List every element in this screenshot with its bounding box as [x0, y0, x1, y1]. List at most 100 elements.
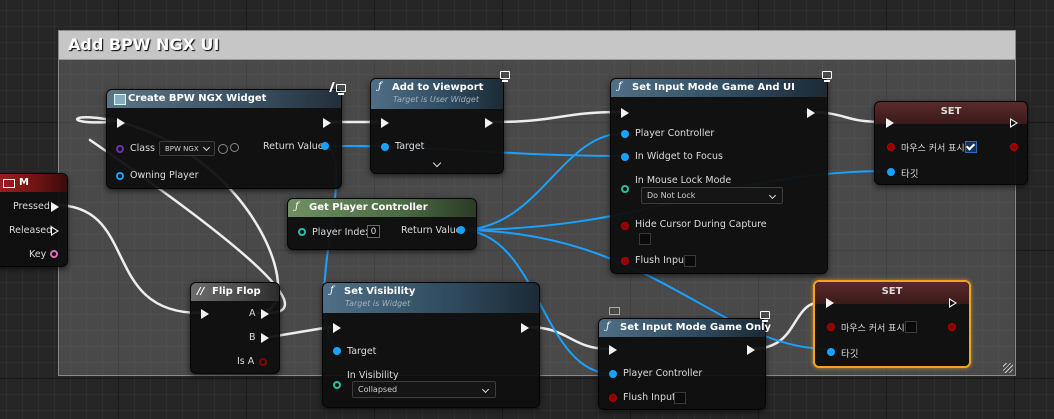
show-cursor-checkbox[interactable] — [965, 141, 977, 153]
target-pin[interactable] — [333, 347, 341, 355]
visibility-value: Collapsed — [358, 385, 398, 394]
return-value-label: Return Value — [401, 225, 462, 236]
function-icon: ƒ — [606, 321, 610, 332]
flush-input-checkbox[interactable] — [684, 255, 696, 267]
comment-header[interactable]: Add BPW NGX UI — [59, 31, 1015, 60]
exec-out-pin[interactable] — [521, 323, 529, 333]
node-title: Add to Viewport — [392, 82, 484, 93]
node-title: Get Player Controller — [309, 202, 428, 213]
target-label: 타깃 — [841, 349, 859, 360]
mouse-lock-label: In Mouse Lock Mode — [635, 175, 732, 186]
show-cursor-pin[interactable] — [827, 323, 835, 331]
released-label: Released — [9, 225, 53, 236]
node-title: Flip Flop — [212, 286, 261, 297]
use-selected-icon[interactable] — [218, 144, 228, 154]
pressed-exec-pin[interactable] — [51, 202, 59, 212]
in-widget-label: In Widget to Focus — [635, 151, 724, 162]
in-visibility-pin[interactable] — [333, 381, 341, 389]
exec-out-pin[interactable] — [323, 118, 331, 128]
monitor-icon — [333, 84, 347, 96]
flipflop-icon: // — [197, 286, 205, 297]
node-title: Set Visibility — [344, 286, 416, 297]
resize-handle[interactable] — [1003, 363, 1013, 373]
set-mouse-cursor-node[interactable]: SET 마우스 커서 표시 타깃 — [874, 101, 1028, 185]
exec-in-pin[interactable] — [201, 309, 209, 319]
network-icon — [609, 307, 620, 315]
target-pin[interactable] — [887, 168, 895, 176]
function-icon: ƒ — [378, 81, 382, 92]
in-widget-pin[interactable] — [621, 153, 629, 161]
flip-flop-node[interactable]: // Flip Flop A B Is A — [190, 282, 280, 374]
exec-out-pin[interactable] — [807, 108, 815, 118]
show-cursor-pin[interactable] — [887, 143, 895, 151]
exec-in-pin[interactable] — [333, 323, 341, 333]
node-header: Create BPW NGX Widget — [107, 90, 341, 108]
show-cursor-label: 마우스 커서 표시 — [841, 324, 905, 334]
node-header: M — [0, 174, 67, 192]
show-cursor-checkbox[interactable] — [905, 321, 917, 333]
mouse-lock-select[interactable]: Do Not Lock — [641, 187, 783, 204]
function-icon: ƒ — [295, 201, 299, 212]
create-widget-node[interactable]: Create BPW NGX Widget Class BPW NGX Retu… — [106, 82, 346, 189]
exec-in-pin[interactable] — [826, 298, 834, 308]
b-exec-pin[interactable] — [261, 333, 269, 343]
player-controller-label: Player Controller — [635, 128, 715, 139]
class-select[interactable]: BPW NGX — [159, 141, 215, 156]
target-pin[interactable] — [827, 348, 835, 356]
exec-out-pin[interactable] — [485, 118, 493, 128]
flush-input-checkbox[interactable] — [674, 392, 686, 404]
return-value-pin[interactable] — [457, 226, 465, 234]
set-visibility-node[interactable]: ƒ Set Visibility Target is Widget Target… — [322, 282, 540, 408]
flush-input-label: Flush Input — [623, 392, 676, 403]
get-player-controller-node[interactable]: ƒ Get Player Controller Player Index 0 R… — [287, 198, 477, 250]
a-exec-pin[interactable] — [261, 309, 269, 319]
is-a-label: Is A — [237, 356, 255, 367]
player-controller-label: Player Controller — [623, 368, 703, 379]
show-cursor-label: 마우스 커서 표시 — [901, 144, 965, 154]
visibility-select[interactable]: Collapsed — [352, 381, 496, 398]
mouse-lock-pin[interactable] — [621, 185, 629, 193]
exec-out-pin[interactable] — [949, 298, 957, 308]
exec-in-pin[interactable] — [381, 118, 389, 128]
class-label: Class — [130, 143, 155, 154]
exec-in-pin[interactable] — [621, 108, 629, 118]
player-controller-pin[interactable] — [609, 370, 617, 378]
return-value-pin[interactable] — [321, 142, 329, 150]
set-mouse-cursor-node-selected[interactable]: SET 마우스 커서 표시 타깃 — [813, 280, 971, 368]
owning-player-pin[interactable] — [116, 172, 124, 180]
monitor-icon — [497, 71, 511, 83]
target-label: Target — [395, 141, 425, 152]
exec-in-pin[interactable] — [886, 118, 894, 128]
class-pin[interactable] — [116, 145, 124, 153]
player-controller-pin[interactable] — [621, 130, 629, 138]
add-to-viewport-node[interactable]: ƒ Add to Viewport Target is User Widget … — [370, 71, 510, 174]
mouse-lock-value: Do Not Lock — [647, 191, 696, 200]
show-cursor-out-pin[interactable] — [948, 323, 956, 331]
flush-input-pin[interactable] — [609, 394, 617, 402]
player-index-pin[interactable] — [298, 228, 306, 236]
show-cursor-out-pin[interactable] — [1010, 143, 1018, 151]
exec-in-pin[interactable] — [609, 345, 617, 355]
hide-cursor-checkbox[interactable] — [639, 233, 651, 245]
set-input-mode-game-and-ui-node[interactable]: ƒ Set Input Mode Game And UI Player Cont… — [610, 71, 832, 274]
node-title: SET — [881, 286, 903, 297]
exec-in-pin[interactable] — [117, 118, 125, 128]
target-pin[interactable] — [381, 143, 389, 151]
set-input-mode-game-only-node[interactable]: ƒ Set Input Mode Game Only Player Contro… — [598, 307, 771, 410]
flush-input-pin[interactable] — [621, 257, 629, 265]
node-header: ƒ Set Visibility Target is Widget — [323, 283, 539, 313]
exec-out-pin[interactable] — [747, 345, 755, 355]
key-pin[interactable] — [50, 250, 58, 258]
hide-cursor-pin[interactable] — [621, 222, 629, 230]
exec-out-pin[interactable] — [1010, 118, 1018, 128]
is-a-pin[interactable] — [259, 358, 267, 366]
chevron-down-icon — [768, 191, 777, 200]
browse-icon[interactable] — [230, 143, 239, 152]
node-header: ƒ Add to Viewport Target is User Widget — [371, 79, 503, 109]
player-index-input[interactable]: 0 — [367, 225, 380, 238]
released-exec-pin[interactable] — [51, 226, 59, 236]
expand-chevron-icon[interactable] — [432, 158, 442, 168]
hide-cursor-label: Hide Cursor During Capture — [635, 219, 767, 230]
key-event-node[interactable]: M Pressed Released Key — [0, 173, 68, 267]
